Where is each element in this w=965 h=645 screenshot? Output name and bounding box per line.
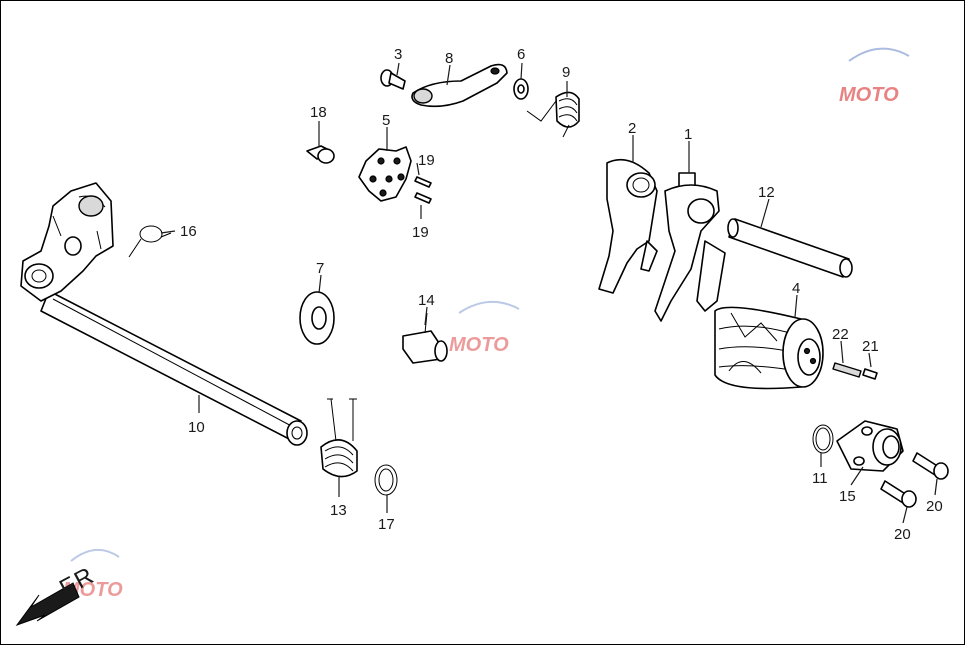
part-torsion-spring-9 xyxy=(526,91,580,138)
callout-5: 5 xyxy=(382,112,390,129)
callout-13: 13 xyxy=(330,502,347,519)
callout-11: 11 xyxy=(812,470,828,487)
callout-14: 14 xyxy=(418,292,435,309)
callout-16: 16 xyxy=(180,223,197,240)
callout-3: 3 xyxy=(394,46,402,63)
part-bolt-18 xyxy=(306,145,335,164)
callout-6: 6 xyxy=(517,46,525,63)
part-shift-fork-1 xyxy=(654,172,726,322)
part-star-plate-5 xyxy=(358,146,412,202)
part-spring-clip-16 xyxy=(128,225,172,258)
callout-20-lower: 20 xyxy=(894,526,911,543)
part-washer-6 xyxy=(513,78,529,100)
part-dowel-pins-19 xyxy=(414,176,432,204)
callout-18: 18 xyxy=(310,104,327,121)
callout-2: 2 xyxy=(628,120,636,137)
callout-8: 8 xyxy=(445,50,453,67)
part-bolt-3 xyxy=(380,69,406,90)
part-bolt-20-upper xyxy=(912,452,949,480)
callout-19-lower: 19 xyxy=(412,224,429,241)
part-pin-22 xyxy=(832,362,862,378)
part-fork-shaft-12 xyxy=(727,218,853,278)
part-circlip-17 xyxy=(374,464,398,496)
part-shift-shaft-10 xyxy=(20,182,308,446)
callout-15: 15 xyxy=(839,488,856,505)
part-neutral-switch-14 xyxy=(402,312,448,364)
callout-20-upper: 20 xyxy=(926,498,943,515)
part-o-ring-11 xyxy=(812,424,834,454)
callout-9: 9 xyxy=(562,64,570,81)
callout-21: 21 xyxy=(862,338,879,355)
part-bolt-20-lower xyxy=(880,480,917,508)
part-bearing-holder-15 xyxy=(836,420,904,472)
part-shift-fork-2 xyxy=(598,158,658,294)
callout-4: 4 xyxy=(792,280,800,297)
part-washer-7 xyxy=(299,291,335,345)
part-return-spring-13 xyxy=(320,398,358,478)
leader-lines xyxy=(160,62,938,524)
part-pin-21 xyxy=(862,368,878,380)
svg-text:MOTO: MOTO xyxy=(449,334,509,356)
arrow-down-left-icon xyxy=(15,582,80,627)
callout-10: 10 xyxy=(188,419,205,436)
callout-1: 1 xyxy=(684,126,692,143)
callout-17: 17 xyxy=(378,516,395,533)
callout-19-upper: 19 xyxy=(418,152,435,169)
part-shift-drum-4 xyxy=(714,306,824,390)
svg-text:MOTO: MOTO xyxy=(839,84,899,106)
watermark-logo-top-right: MOTO xyxy=(839,47,910,106)
callout-22: 22 xyxy=(832,326,849,343)
watermark-logo-center: MOTO xyxy=(449,300,520,356)
part-stopper-arm-8 xyxy=(411,63,508,108)
callout-12: 12 xyxy=(758,184,775,201)
callout-7: 7 xyxy=(316,260,324,277)
callout-labels: 1 2 3 4 5 6 7 8 9 10 11 12 13 14 15 16 1… xyxy=(180,46,943,543)
